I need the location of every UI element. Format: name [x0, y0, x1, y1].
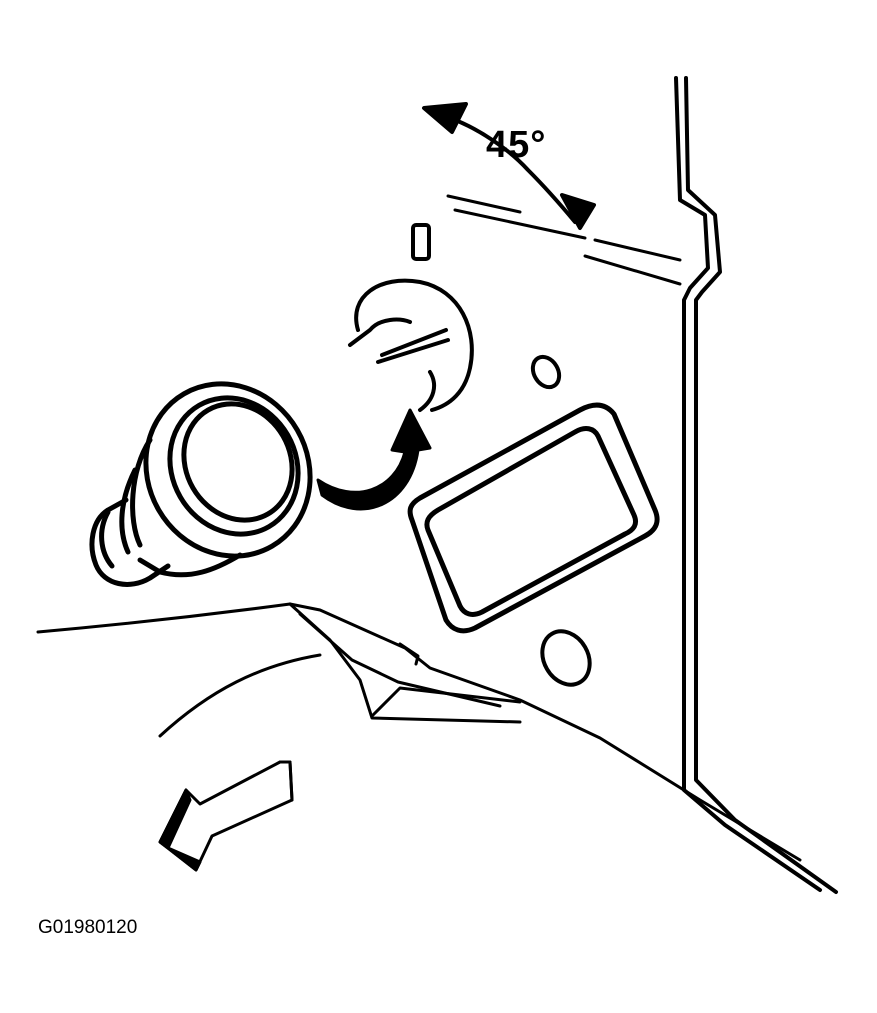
reflector-housing-edge — [36, 602, 802, 862]
rotation-arrow — [316, 408, 432, 511]
angle-arc-arrow — [422, 102, 596, 230]
panel-contour-lines — [446, 194, 682, 286]
body-panel-seam — [674, 76, 838, 894]
rectangular-pad — [407, 402, 660, 634]
panel-holes — [530, 354, 592, 687]
forward-direction-arrow — [158, 760, 294, 872]
socket-mounting-hole — [348, 278, 474, 412]
angle-label: 45° — [486, 124, 547, 166]
locating-tab — [411, 223, 431, 261]
figure-id: G01980120 — [38, 917, 138, 938]
bulb-socket — [89, 381, 313, 587]
